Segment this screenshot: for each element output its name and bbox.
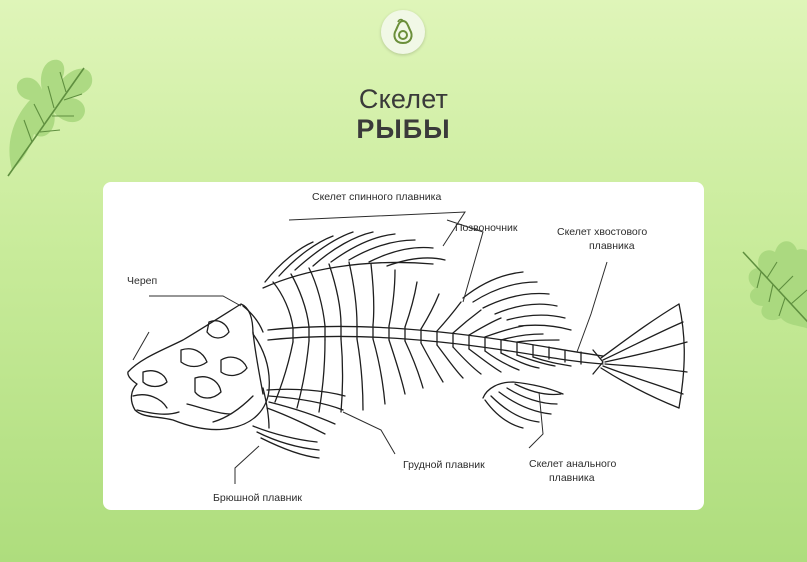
logo-badge (381, 10, 425, 54)
label-tail-fin-line2: плавника (589, 240, 635, 252)
oak-leaf-icon (742, 241, 807, 329)
label-pectoral-fin: Грудной плавник (403, 459, 485, 471)
page-title: Скелет (358, 84, 449, 114)
label-anal-fin-line2: плавника (549, 472, 595, 484)
diagram-card: Скелет спинного плавника Позвоночник Ске… (103, 182, 704, 510)
label-tail-fin-line1: Скелет хвостового (557, 226, 648, 238)
avocado-icon (393, 18, 413, 45)
fish-skeleton-diagram (127, 211, 688, 484)
oak-leaf-icon (7, 59, 93, 177)
label-skull: Череп (127, 275, 158, 287)
label-dorsal-fin: Скелет спинного плавника (312, 191, 442, 203)
label-anal-fin-line1: Скелет анального (529, 458, 617, 470)
page-subtitle: РЫБЫ (356, 114, 451, 144)
label-spine: Позвоночник (455, 222, 518, 234)
label-ventral-fin: Брюшной плавник (213, 492, 302, 504)
